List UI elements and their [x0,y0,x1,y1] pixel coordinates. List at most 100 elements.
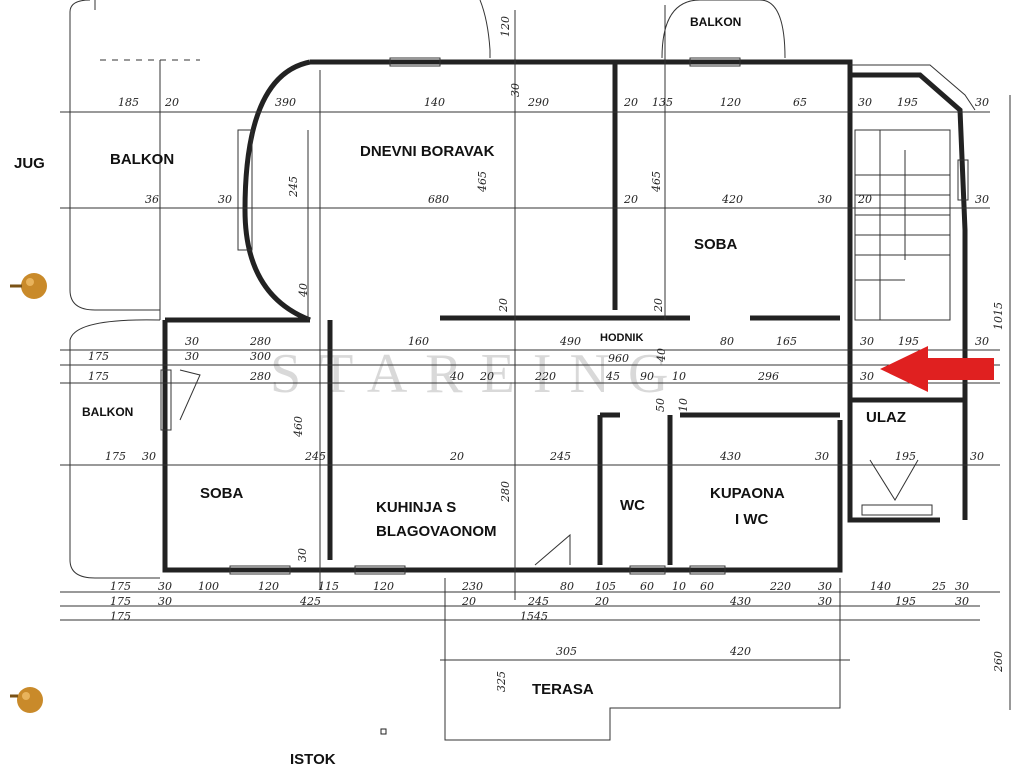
room-label-soba-south: SOBA [200,485,244,502]
dim-label: 30 [818,595,832,608]
dim-label: 30 [218,193,232,206]
dim-label: 36 [145,193,159,206]
dim-label: 245 [527,595,549,608]
dim-label: 20 [652,298,665,313]
dim-label: 195 [895,595,916,608]
dim-label: 160 [408,335,429,348]
dim-label: 30 [296,548,309,562]
room-label-terasa: TERASA [532,681,594,698]
dim-label: 230 [461,580,483,593]
dim-label: 20 [449,450,464,463]
dim-label: 220 [534,370,556,383]
dim-label: 460 [292,416,305,438]
dim-label: 175 [88,350,109,363]
door-swing-entry [869,459,919,501]
dim-label: 30 [955,580,969,593]
dim-label: 280 [249,335,271,348]
dim-label: 120 [720,96,741,109]
dim-label: 490 [559,335,581,348]
dim-label: 20 [857,193,872,206]
dim-label: 10 [677,398,690,412]
dim-label: 60 [700,580,714,593]
dim-label: 30 [818,193,832,206]
dim-label: 20 [164,96,179,109]
balcony-outline-north [479,0,786,59]
staircase [854,129,951,321]
dim-label: 175 [105,450,126,463]
dim-label: 30 [509,83,522,97]
dim-label: 65 [793,96,807,109]
east-wall [850,72,968,520]
dim-label: 20 [479,370,494,383]
dim-label: 390 [275,96,296,109]
dim-label: 680 [428,193,449,206]
dim-label: 175 [110,595,131,608]
dim-label: 105 [595,580,616,593]
room-label-soba-north: SOBA [694,236,738,253]
watermark: STAREING [270,343,686,405]
north-wall [310,59,853,68]
dim-label: 220 [769,580,791,593]
room-label-dnevni-boravak: DNEVNI BORAVAK [360,143,495,160]
dim-label: 300 [250,350,271,363]
dim-label: 10 [672,370,686,383]
dim-label: 30 [818,580,832,593]
dim-label: 195 [895,450,916,463]
dim-label: 20 [461,595,476,608]
dimension-lines [60,5,1011,710]
dim-label: 40 [655,348,668,363]
dimension-labels: 185 20 390 140 290 20 135 120 65 30 195 … [88,16,1005,692]
dim-label: 296 [757,370,779,383]
pushpin-icon [10,687,43,713]
dim-label: 50 [654,398,667,412]
dim-label: 420 [729,645,751,658]
dim-label: 40 [449,370,464,383]
dim-label: 30 [860,335,874,348]
dim-label: 1545 [520,610,548,623]
dim-label: 30 [860,370,874,383]
dim-label: 420 [721,193,743,206]
compass-south-label: JUG [14,155,45,172]
dim-label: 140 [424,96,445,109]
dim-label: 245 [549,450,571,463]
dim-label: 325 [495,671,508,692]
room-label-wc: WC [620,497,645,514]
pushpin-icon [10,273,47,299]
dim-label: 80 [720,335,734,348]
room-label-balkon-north: BALKON [690,15,741,29]
dim-label: 20 [623,193,638,206]
dim-label: 175 [110,580,131,593]
room-label-hodnik: HODNIK [600,332,643,344]
dim-label: 20 [594,595,609,608]
dim-label: 30 [975,96,989,109]
dim-label: 30 [158,580,172,593]
balcony-outline-west [69,319,161,579]
dim-label: 45 [605,370,620,383]
dim-label: 120 [499,16,512,37]
room-label-ulaz: ULAZ [866,409,906,426]
dim-label: 30 [142,450,156,463]
dim-label: 80 [560,580,574,593]
dim-label: 100 [198,580,219,593]
dim-label: 185 [118,96,139,109]
dim-label: 430 [729,595,751,608]
dim-label: 10 [672,580,686,593]
dim-label: 20 [497,298,510,313]
dim-label: 135 [652,96,673,109]
dim-label: 60 [640,580,654,593]
east-bay [850,64,976,111]
dim-label: 30 [815,450,829,463]
room-labels: BALKON BALKON BALKON DNEVNI BORAVAK SOBA… [14,15,906,768]
dim-label: 305 [556,645,577,658]
door-swing-balcony [179,369,201,421]
dim-label: 1015 [992,302,1005,330]
dim-label: 30 [158,595,172,608]
room-label-kupaona-line1: KUPAONA [710,485,785,502]
marker-square [380,728,387,735]
dim-label: 25 [931,580,946,593]
room-label-balkon-west: BALKON [82,405,133,419]
entrance-arrow-icon [880,346,994,392]
dim-label: 30 [858,96,872,109]
